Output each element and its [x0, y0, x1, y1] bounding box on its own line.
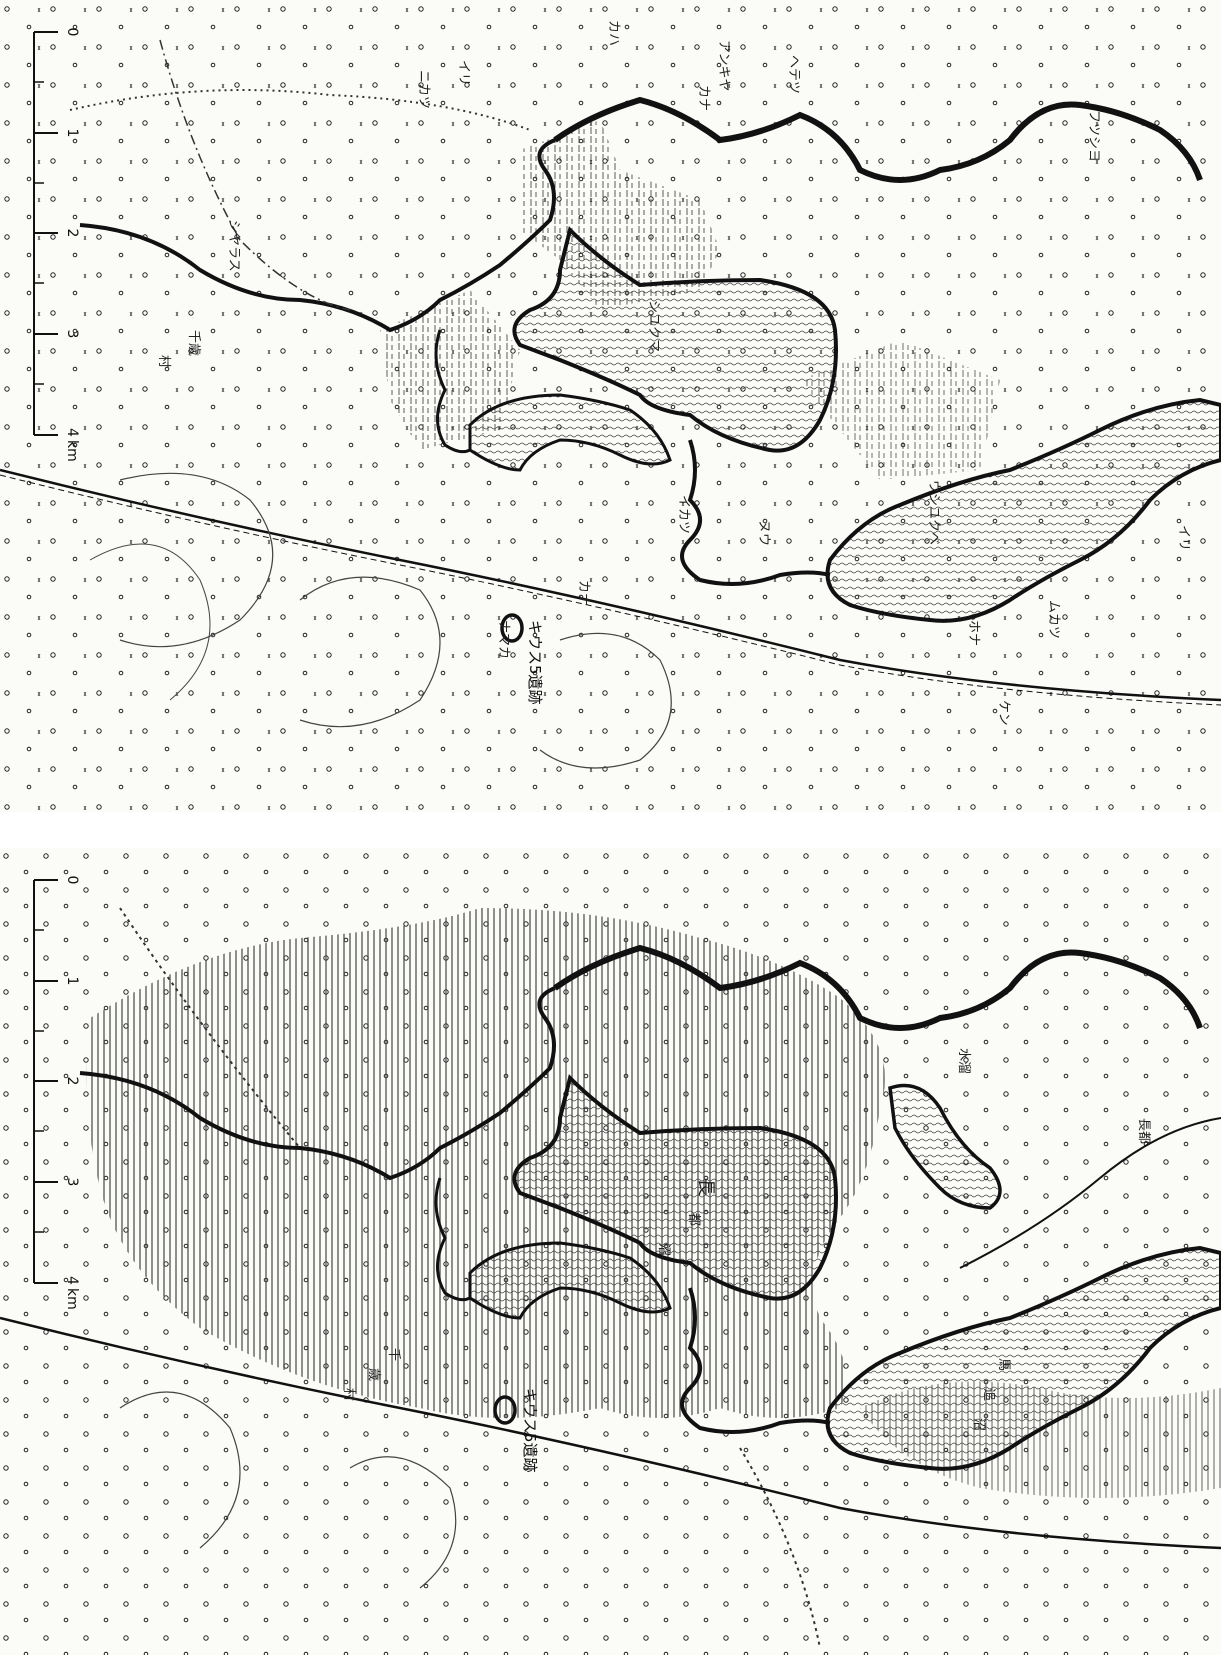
map-label: ウシユクベ — [926, 480, 941, 545]
map-label: アンキヤ — [716, 40, 731, 91]
map-label: 長都 — [1136, 1118, 1151, 1144]
road-dotted — [739, 1447, 821, 1649]
map-panel-bottom: 0 1 2 3 4 km キウス5遺跡 長 都 沼 馬 追 沼 千 歳 村 長都… — [0, 848, 1221, 1655]
scale-tick-label: 3 — [64, 1178, 80, 1187]
scale-tick-label: 3 — [64, 330, 80, 339]
map-label: 村 — [341, 1388, 356, 1401]
map-label: シヤラス — [226, 220, 241, 272]
marsh-area — [800, 340, 1000, 480]
lake-small — [888, 1083, 1002, 1210]
map-label: 千歳 — [186, 330, 201, 356]
marsh-area-dense — [86, 908, 885, 1418]
map-bottom-svg: 0 1 2 3 4 km キウス5遺跡 長 都 沼 馬 追 沼 千 歳 村 長都… — [0, 848, 1221, 1655]
scale-bar: 0 1 2 3 4 km — [33, 28, 80, 462]
lake-osatsu-arm — [468, 1241, 672, 1320]
river-main — [553, 944, 1203, 1031]
river-west — [79, 986, 556, 1181]
map-panel-top: 0 1 2 3 4 km キウス5遺跡 千歳 村 シユクマ ウシユクベ シヤラス… — [0, 0, 1221, 812]
map-label: ムカツ — [1046, 600, 1061, 639]
scale-tick-label: 4 — [64, 428, 80, 437]
scale-tick-label: 4 — [64, 1276, 80, 1285]
contour-line — [119, 472, 274, 648]
map-top-svg: 0 1 2 3 4 km キウス5遺跡 千歳 村 シユクマ ウシユクベ シヤラス… — [0, 0, 1221, 812]
map-label: 追 — [981, 1388, 997, 1401]
lake-osatsu-arm — [468, 393, 672, 472]
map-label: ケン — [996, 700, 1011, 726]
map-label: イリ — [1176, 525, 1191, 551]
road-dotted — [119, 907, 301, 1149]
contour-line — [349, 1456, 457, 1589]
site-label: キウス5遺跡 — [526, 620, 544, 705]
map-label: 都 — [686, 1213, 701, 1226]
map-label: 長 — [695, 1178, 716, 1196]
scale-tick-label: 2 — [64, 229, 80, 238]
marsh-area — [380, 290, 520, 450]
railway-line-branch — [959, 1117, 1221, 1269]
stream-connector — [680, 439, 831, 586]
map-label: ヘテツ — [786, 55, 801, 94]
map-label: シユクマ — [646, 300, 661, 352]
map-label: ナマカ — [496, 620, 511, 659]
contour-line — [539, 632, 672, 769]
stream-connector — [680, 1287, 831, 1434]
lake-osatsu — [512, 1074, 838, 1301]
river-main — [553, 96, 1203, 183]
lake-maoi — [825, 397, 1221, 623]
site-marker — [500, 613, 524, 643]
scale-unit-label: km — [64, 1288, 80, 1310]
map-label: 馬 — [996, 1358, 1011, 1371]
river-west — [79, 138, 556, 333]
map-label: イカツ — [676, 495, 691, 534]
scale-tick-label: 1 — [64, 129, 80, 138]
site-label: キウス5遺跡 — [521, 1388, 539, 1473]
map-label: ホナ — [966, 620, 981, 646]
site-marker — [493, 1395, 517, 1425]
railway-line — [0, 1316, 1221, 1550]
scale-bar: 0 1 2 3 4 km — [33, 876, 80, 1310]
map-label: 水溜 — [956, 1048, 971, 1074]
scale-tick-label: 2 — [64, 1077, 80, 1086]
map-label: ヌウ — [756, 520, 771, 546]
map-label: フツシヨ — [1086, 110, 1101, 162]
scale-tick-label: 0 — [64, 28, 80, 37]
road-line — [0, 474, 1221, 706]
map-label: イリ — [456, 60, 471, 86]
map-label: カナ — [696, 85, 711, 111]
contour-line — [299, 576, 441, 728]
contour-line — [89, 543, 211, 701]
lake-osatsu — [512, 226, 838, 453]
scale-unit-label: km — [64, 440, 80, 462]
scale-tick-label: 1 — [64, 977, 80, 986]
map-label: 村 — [156, 355, 171, 368]
map-label: ニカツ — [416, 70, 431, 109]
map-label: 沼 — [656, 1243, 671, 1256]
map-label: カハ — [606, 20, 621, 46]
map-label: 沼 — [971, 1418, 986, 1431]
stream-branch — [434, 1177, 471, 1302]
contour-line — [119, 1391, 241, 1549]
scale-tick-label: 0 — [64, 876, 80, 885]
map-label: 歳 — [366, 1368, 381, 1381]
lake-maoi — [825, 1245, 1221, 1471]
boundary-dashdot — [159, 39, 351, 311]
map-label: カナ — [576, 580, 591, 606]
stream-branch — [434, 329, 471, 454]
railway-line — [0, 468, 1221, 702]
map-label: 千 — [386, 1348, 401, 1361]
